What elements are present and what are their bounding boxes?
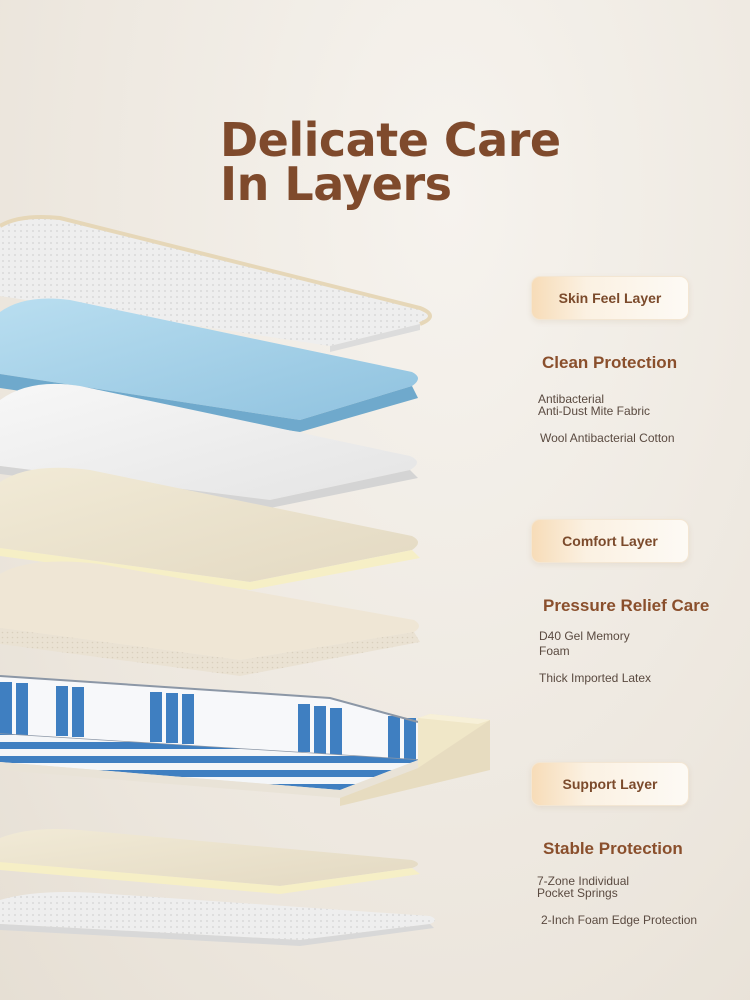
heading-pressure-relief-care: Pressure Relief Care	[543, 596, 710, 615]
feature-antibacterial-fabric: Antibacterial Anti-Dust Mite Fabric	[538, 393, 650, 417]
feature-foam-edge-protection: 2-Inch Foam Edge Protection	[541, 914, 697, 926]
heading-clean-protection: Clean Protection	[542, 353, 678, 372]
feature-line: Wool Antibacterial Cotton	[540, 431, 675, 445]
pocket-spring-layer	[0, 675, 490, 806]
badge-comfort-layer: Comfort Layer	[531, 519, 689, 563]
feature-line: Thick Imported Latex	[539, 671, 652, 685]
feature-gel-memory-foam: D40 Gel Memory Foam	[539, 629, 630, 659]
feature-imported-latex: Thick Imported Latex	[539, 672, 651, 684]
heading-stable-protection: Stable Protection	[543, 839, 683, 858]
badge-skin-feel-layer: Skin Feel Layer	[531, 276, 689, 320]
title-line-1: Delicate Care	[220, 113, 561, 167]
badge-support-layer: Support Layer	[531, 762, 689, 806]
feature-wool-cotton: Wool Antibacterial Cotton	[540, 432, 675, 444]
feature-line: Pocket Springs	[537, 886, 618, 900]
feature-line: D40 Gel Memory	[539, 629, 630, 643]
feature-line: Anti-Dust Mite Fabric	[538, 404, 651, 418]
latex-layer	[0, 561, 420, 676]
fabric-bottom-layer	[0, 892, 435, 946]
feature-line: Antibacterial	[538, 392, 605, 406]
feature-line: Foam	[539, 644, 570, 658]
page-title: Delicate Care In Layers	[220, 113, 561, 211]
feature-line: 2-Inch Foam Edge Protection	[541, 913, 698, 927]
comfort-foam-layer	[0, 467, 420, 590]
feature-line: 7-Zone Individual	[537, 874, 630, 888]
base-foam-layer	[0, 829, 420, 894]
feature-pocket-springs: 7-Zone Individual Pocket Springs	[537, 875, 629, 899]
fabric-top-layer	[0, 215, 432, 352]
wool-cotton-layer	[0, 383, 418, 508]
gel-memory-foam-layer	[0, 298, 418, 432]
title-line-2: In Layers	[220, 157, 452, 211]
